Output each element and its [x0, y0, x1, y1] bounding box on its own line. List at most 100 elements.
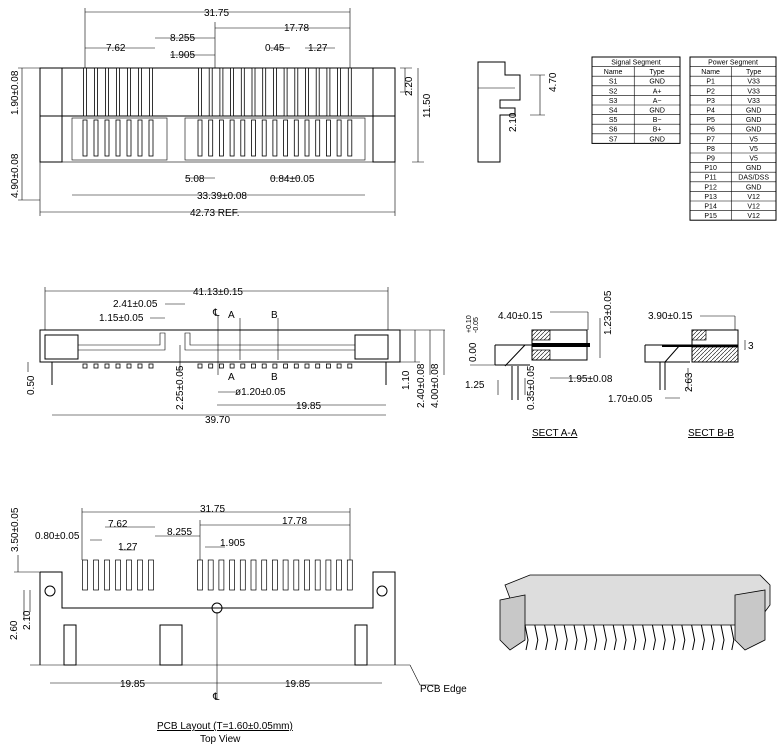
table-cell: P7 [706, 136, 715, 143]
contact-pin [149, 67, 153, 117]
iso-contact [622, 624, 627, 651]
contact-tail [240, 119, 246, 157]
section-marker-a: A [228, 310, 235, 321]
pcb-pad [293, 559, 300, 591]
contact-tail [261, 119, 267, 157]
table-cell: V12 [747, 213, 760, 220]
table-cell: S5 [609, 117, 618, 124]
table-cell: V5 [749, 156, 758, 163]
solder-tail [251, 363, 256, 369]
contact-tail [208, 119, 214, 157]
iso-contact [544, 624, 549, 651]
solder-tail [82, 363, 88, 369]
contact-tail [229, 119, 235, 157]
contact-pin [326, 67, 331, 117]
contact-pin [116, 67, 120, 117]
pcb-layout-title: PCB Layout (T=1.60±0.05mm) [157, 721, 293, 732]
solder-tail [283, 363, 289, 369]
contact-pin [198, 67, 202, 117]
dim-label: 2.20 [404, 76, 415, 96]
table-cell: GND [746, 127, 762, 134]
dim-label: 11.50 [422, 93, 433, 118]
table-cell: GND [746, 108, 762, 115]
contact-tail [115, 119, 121, 157]
iso-contact [642, 624, 647, 651]
table-cell: P13 [704, 194, 717, 201]
dim-label: 7.62 [106, 43, 126, 54]
table-title: Power Segment [708, 60, 758, 67]
pcb-pad [115, 559, 121, 591]
table-cell: GND [746, 184, 762, 191]
dim-label: 1.15±0.05 [99, 313, 144, 324]
dim-label: 0.35±0.05 [526, 365, 537, 410]
solder-tail [93, 363, 99, 369]
dim-label: 2.63 [684, 372, 695, 392]
dim-label: 1.70±0.05 [608, 394, 653, 405]
pcb-pad [250, 559, 257, 591]
table-cell: GND [649, 108, 665, 115]
table-title: Signal Segment [611, 60, 660, 67]
section-title: SECT B-B [688, 428, 734, 439]
contact-pin [230, 67, 235, 117]
pcb-pad [137, 559, 143, 591]
dim-label: 17.78 [282, 516, 307, 527]
dim-label: 4.90±0.08 [10, 153, 21, 198]
dim-label: 8.255 [170, 33, 195, 44]
table-cell: B+ [653, 127, 662, 134]
dim-label: 0.00 [468, 342, 479, 362]
dim-label: 19.85 [285, 679, 310, 690]
table-cell: GND [746, 117, 762, 124]
contact-pin [283, 67, 288, 117]
dim-label: 2.25±0.05 [175, 365, 186, 410]
dim-label: 2.40±0.08 [416, 363, 427, 408]
solder-tail [293, 363, 299, 369]
pcb-pad [93, 559, 99, 591]
table-header: Name [701, 69, 720, 76]
pcb-pad [218, 559, 225, 591]
contact-pin [305, 67, 309, 117]
solder-tail [261, 363, 267, 369]
contact-pin [315, 67, 320, 117]
pcb-pad [314, 559, 321, 591]
top-view-dim-lines [18, 8, 424, 216]
contact-pin [83, 67, 87, 117]
solder-tail [126, 363, 132, 369]
side-view: 4.70 2.10 [477, 61, 559, 163]
contact-tail [272, 119, 278, 157]
table-cell: P15 [704, 213, 717, 220]
table-cell: P3 [706, 98, 715, 105]
solder-tail [336, 363, 342, 369]
dim-label: 0.80±0.05 [35, 531, 80, 542]
table-cell: S2 [609, 88, 618, 95]
table-cell: V12 [747, 194, 760, 201]
dim-label: 8.255 [167, 527, 192, 538]
table-cell: DAS/DSS [738, 175, 769, 182]
iso-contact [671, 624, 676, 651]
solder-tail [304, 363, 310, 369]
contact-tail [304, 119, 310, 157]
solder-tail [272, 363, 278, 369]
table-border [689, 56, 777, 221]
dim-label: 1.90±0.08 [10, 70, 21, 115]
pcb-pad [207, 559, 214, 591]
contact-tail [148, 119, 154, 157]
dim-label: 4.40±0.15 [498, 311, 543, 322]
top-view-outline [39, 67, 396, 163]
table-cell: P2 [706, 88, 715, 95]
contact-tail [347, 119, 353, 157]
pcb-pad [82, 559, 88, 591]
iso-contact [583, 624, 588, 651]
iso-contact [612, 624, 617, 651]
contact-tail [197, 119, 203, 157]
table-cell: V5 [749, 146, 758, 153]
solder-tail [115, 363, 121, 369]
table-cell: V12 [747, 204, 760, 211]
table-cell: B− [653, 117, 662, 124]
section-title: SECT A-A [532, 428, 578, 439]
dim-label: 2.60 [9, 620, 20, 640]
section-a-a: 4.40±0.15 1.23±0.05 0.00 +0.10 -0.05 1.2… [465, 290, 614, 439]
table-cell: P8 [706, 146, 715, 153]
front-view-pins [82, 363, 353, 369]
solder-tail [208, 363, 214, 369]
